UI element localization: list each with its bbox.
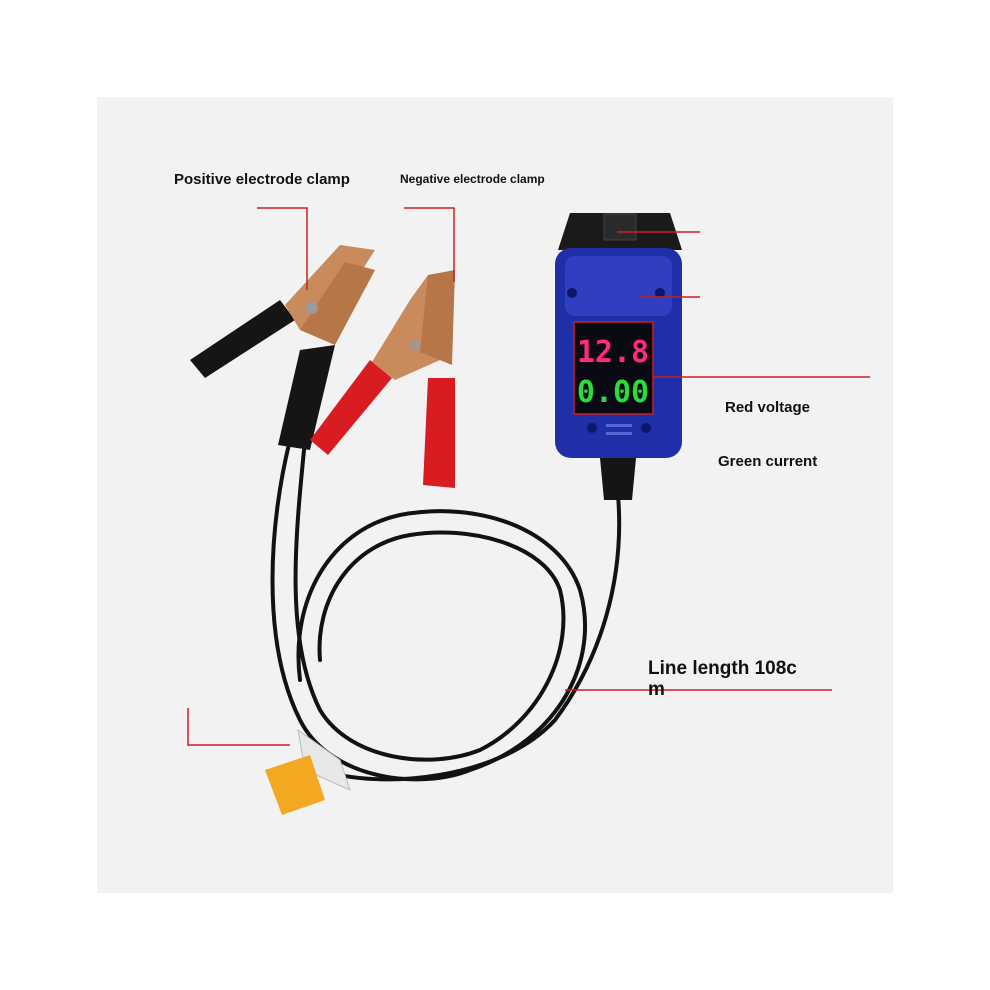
fuse-clip xyxy=(297,728,351,791)
red-sleeve-left xyxy=(310,360,392,455)
positive-clamp xyxy=(190,245,375,450)
screw-top-right xyxy=(655,288,665,298)
display-window xyxy=(573,321,654,415)
rivet xyxy=(410,340,420,350)
line-length-label: Line length 108c m xyxy=(648,658,797,700)
red-sleeve-right xyxy=(423,378,455,488)
copper-jaw-lower xyxy=(300,262,375,345)
strain-relief xyxy=(600,458,636,500)
screw-bottom-left xyxy=(587,423,597,433)
loop-cable-inner xyxy=(293,438,566,762)
fuse xyxy=(265,755,325,815)
red-voltage-label: Red voltage xyxy=(725,399,811,416)
current-readout: 0.00 xyxy=(577,375,649,410)
main-cable xyxy=(318,493,622,782)
positive-clamp-label: Positive electrode clamp xyxy=(174,171,350,188)
loop-cable-outer xyxy=(270,438,588,782)
black-sleeve-lower xyxy=(278,345,335,450)
negative-clamp-label: Negative electrode clamp xyxy=(400,172,545,186)
green-current-label: Green current xyxy=(718,453,818,470)
screw-bottom-right xyxy=(641,423,651,433)
fuse-holder xyxy=(265,728,351,815)
black-sleeve-handle xyxy=(190,300,295,378)
obd-connector-slot xyxy=(603,213,637,241)
copper-jaw-left xyxy=(372,275,440,380)
cables xyxy=(270,438,622,782)
copper-jaw-right xyxy=(420,270,455,365)
screw-top-left xyxy=(567,288,577,298)
voltage-readout: 12.8 xyxy=(577,335,649,370)
device-highlight xyxy=(565,256,672,316)
negative-clamp xyxy=(310,270,455,488)
obd-device xyxy=(555,213,682,500)
leader-lines xyxy=(187,207,870,746)
rivet xyxy=(306,302,318,314)
